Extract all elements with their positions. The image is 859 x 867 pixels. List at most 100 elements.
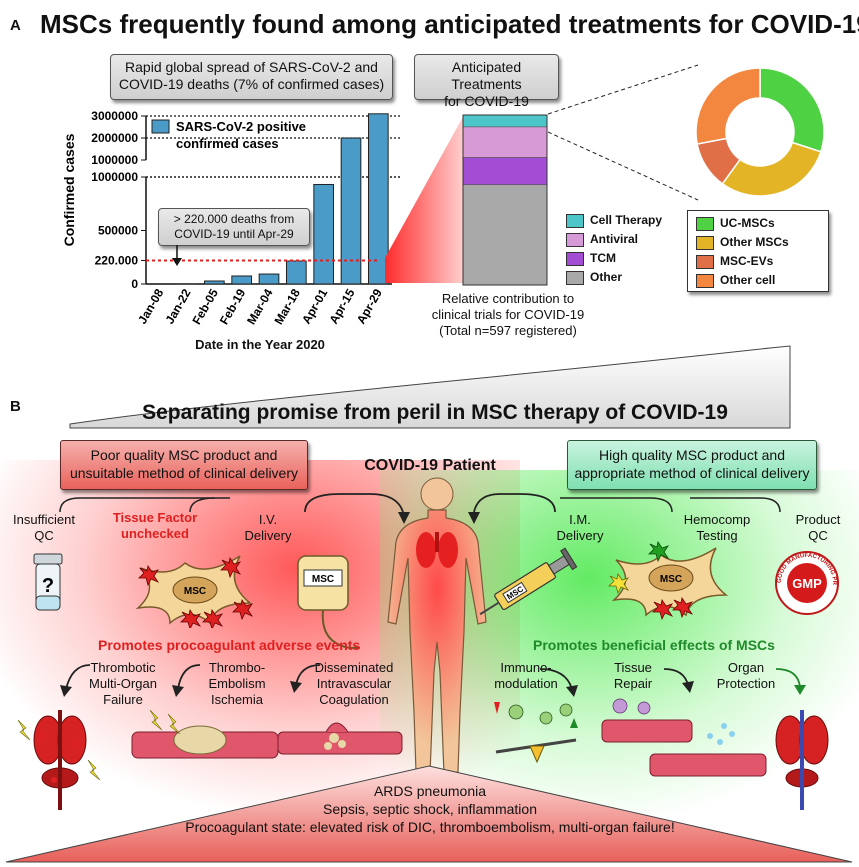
effect-arrows (60, 664, 806, 697)
bad-effect-1-line-1: Thrombotic (90, 660, 156, 675)
dic-icon (277, 722, 403, 755)
legend-label-cases-1: SARS-CoV-2 positive (176, 119, 306, 134)
spread-info-box: Rapid global spread of SARS-CoV-2 and CO… (110, 54, 393, 100)
treatment-stacked-bar (462, 114, 548, 286)
product-qc-label: Product QC (782, 512, 854, 544)
y-axis-label: Confirmed cases (61, 133, 77, 246)
ytick-low-label-3: 1000000 (91, 170, 138, 184)
cases-bar-chart: Confirmed cases 0220.0005000001000000100… (61, 109, 400, 327)
legend-tcm: TCM (566, 249, 676, 268)
bad-effect-1-line-3: Failure (103, 692, 143, 707)
bar-Feb-19 (231, 275, 253, 285)
immunomodulation-icon (494, 702, 578, 764)
gmp-seal-icon: GMP GOOD MANUFACTURING PRACTICE (772, 548, 839, 615)
tissue-repair-icon (601, 698, 767, 777)
vial-question-mark: ? (42, 575, 54, 597)
bad-effect-2-line-2: Embolism (208, 676, 266, 691)
legend-label-cell-therapy: Cell Therapy (590, 213, 663, 227)
bad-effect-3-line-2: Intravascular (316, 676, 392, 691)
legend-swatch-cases (151, 119, 170, 134)
x-axis-label: Date in the Year 2020 (195, 337, 325, 352)
iv-delivery-label: I.V. Delivery (228, 512, 308, 544)
legend-other-cell: Other cell (696, 271, 828, 290)
ytick-up-label-1: 2000000 (91, 131, 138, 145)
good-effect-2-line-2: Repair (613, 676, 653, 691)
gmp-label: GMP (792, 576, 822, 591)
legend-swatch-msc-evs (696, 254, 714, 269)
treatment-legend: Cell Therapy Antiviral TCM Other (566, 211, 676, 287)
legend-label-other-cell: Other cell (720, 273, 776, 287)
good-effect-3-line-1: Organ (727, 660, 765, 675)
stack-outline (462, 114, 548, 286)
legend-other: Other (566, 268, 676, 287)
msc-cell-good-label: MSC (660, 574, 682, 585)
legend-label-other: Other (590, 270, 623, 284)
good-effect-3-line-2: Protection (716, 676, 776, 691)
stack-segment-3 (462, 184, 548, 286)
legend-label-uc-mscs: UC-MSCs (720, 216, 775, 230)
legend-label-other-mscs: Other MSCs (720, 235, 789, 249)
legend-uc-mscs: UC-MSCs (696, 214, 828, 233)
legend-swatch-cell-therapy (566, 213, 584, 228)
good-effect-1: Immuno- modulation (486, 660, 566, 692)
insufficient-qc-line-1: Insufficient (13, 512, 75, 527)
insufficient-qc-line-2: QC (34, 528, 54, 543)
spread-info-line-2: COVID-19 deaths (7% of confirmed cases) (118, 76, 385, 92)
im-delivery-line-1: I.M. (569, 512, 591, 527)
bad-effect-2-line-3: Ischemia (210, 692, 264, 707)
ytick-up-label-0: 1000000 (91, 153, 138, 167)
iv-bag-label: MSC (312, 574, 334, 585)
legend-swatch-other (566, 270, 584, 285)
stack-segment-1 (462, 126, 548, 158)
contribution-line-1: Relative contribution to (441, 291, 575, 306)
contribution-caption: Relative contribution to clinical trials… (408, 291, 608, 339)
promotes-good-label: Promotes beneficial effects of MSCs (533, 637, 775, 653)
poor-quality-line-1: Poor quality MSC product and (90, 447, 278, 463)
contribution-line-3: (Total n=597 registered) (439, 323, 577, 338)
good-effect-2: Tissue Repair (598, 660, 668, 692)
bottom-line-1: ARDS pneumonia (373, 783, 487, 799)
insufficient-qc-label: Insufficient QC (4, 512, 84, 544)
promotes-bad-label: Promotes procoagulant adverse events (98, 637, 361, 653)
hemocomp-line-2: Testing (696, 528, 738, 543)
bottom-triangle (5, 765, 853, 863)
bar-Feb-05 (203, 280, 225, 285)
donut-legend: UC-MSCs Other MSCs MSC-EVs Other cell (687, 210, 829, 292)
deaths-box: > 220.000 deaths from COVID-19 until Apr… (158, 208, 310, 246)
good-effect-1-line-1: Immuno- (500, 660, 552, 675)
good-effect-3: Organ Protection (706, 660, 786, 692)
legend-label-antiviral: Antiviral (590, 232, 639, 246)
poor-quality-line-2: unsuitable method of clinical delivery (69, 465, 298, 481)
panel-a-title: MSCs frequently found among anticipated … (40, 9, 859, 39)
bad-effect-3: Disseminated Intravascular Coagulation (304, 660, 404, 708)
stack-segment-0 (462, 114, 548, 128)
legend-swatch-other-cell (696, 273, 714, 288)
good-effect-1-line-2: modulation (494, 676, 558, 691)
xtick-label-4: Mar-04 (244, 286, 276, 327)
bad-effect-1: Thrombotic Multi-Organ Failure (78, 660, 168, 708)
hemocomp-line-1: Hemocomp (683, 512, 751, 527)
donut-connectors (548, 64, 699, 201)
bottom-line-3: Procoagulant state: elevated risk of DIC… (185, 819, 675, 835)
panel-a-letter: A (10, 17, 21, 34)
patient-label: COVID-19 Patient (364, 457, 496, 474)
panel-b-letter: B (10, 398, 21, 415)
xtick-label-3: Feb-19 (217, 286, 249, 327)
donut-slice-3 (695, 67, 761, 145)
treatments-line-1: Anticipated Treatments (451, 59, 522, 92)
deaths-line-1: > 220.000 deaths from (173, 212, 295, 226)
bad-effect-2-line-1: Thrombo- (208, 660, 266, 675)
im-delivery-label: I.M. Delivery (540, 512, 620, 544)
high-quality-box: High quality MSC product and appropriate… (567, 440, 817, 490)
bad-effect-3-line-3: Coagulation (319, 692, 389, 707)
legend-other-mscs: Other MSCs (696, 233, 828, 252)
thromboembolism-icon (131, 710, 279, 759)
iv-delivery-line-2: Delivery (244, 528, 292, 543)
legend-swatch-tcm (566, 251, 584, 266)
legend-label-tcm: TCM (590, 251, 616, 265)
msc-cell-bad-label: MSC (184, 586, 206, 597)
im-delivery-line-2: Delivery (556, 528, 604, 543)
product-qc-line-1: Product (795, 512, 841, 527)
panel-b-title: Separating promise from peril in MSC the… (142, 401, 728, 424)
ytick-low-label-2: 500000 (98, 224, 138, 238)
